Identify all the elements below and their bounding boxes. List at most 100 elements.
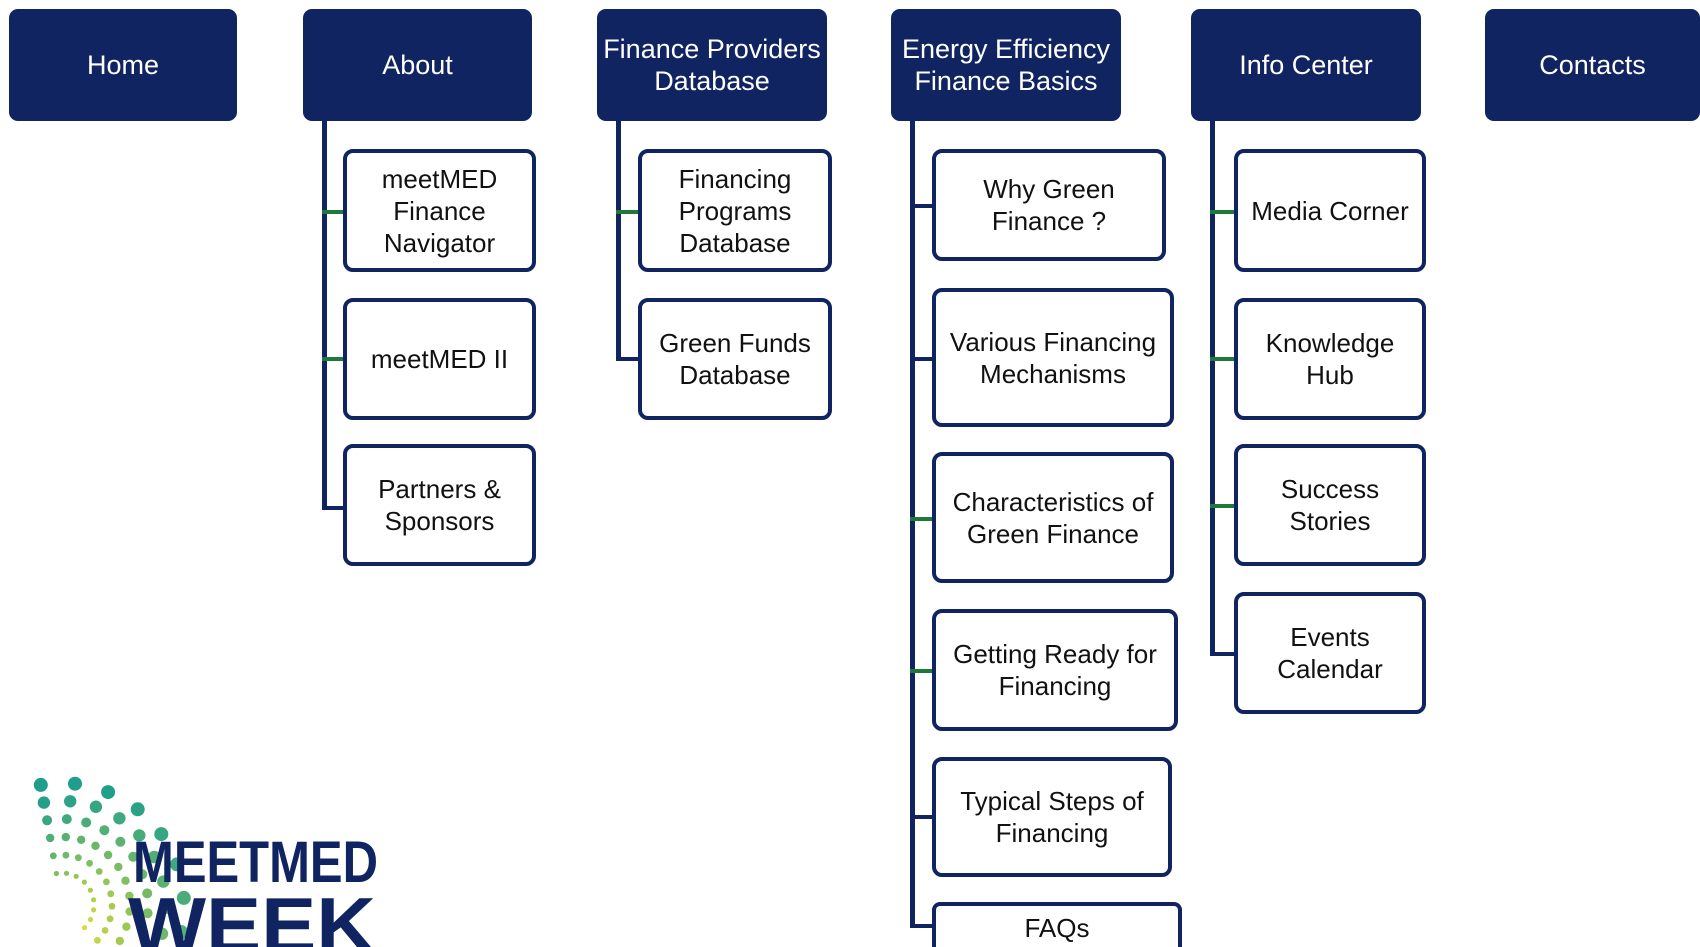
energy-item-typical-steps[interactable]: Typical Steps of Financing <box>932 757 1172 877</box>
nav-info-center[interactable]: Info Center <box>1191 9 1421 121</box>
logo-dot <box>95 868 103 875</box>
logo-dot <box>142 908 153 919</box>
nav-about[interactable]: About <box>303 9 532 121</box>
energy-connector-1 <box>910 204 934 208</box>
finance-connector-trunk <box>616 121 621 361</box>
logo-dot <box>91 907 97 913</box>
nav-energy-efficiency-label: Energy Efficiency Finance Basics <box>901 34 1111 96</box>
logo-dot <box>46 833 55 843</box>
energy-connector-5 <box>910 815 934 819</box>
info-connector-4 <box>1210 652 1236 656</box>
energy-item-getting-ready[interactable]: Getting Ready for Financing <box>932 609 1178 731</box>
logo-dot <box>107 890 115 898</box>
logo-dot <box>87 916 94 923</box>
logo-dot <box>125 907 134 916</box>
logo-dot <box>113 812 126 825</box>
energy-item-label: Characteristics of Green Finance <box>952 486 1154 549</box>
energy-item-label: Various Financing Mechanisms <box>949 326 1157 389</box>
nav-about-label: About <box>382 50 453 80</box>
logo-line2: WEEK <box>128 881 376 947</box>
energy-connector-3 <box>910 517 934 521</box>
info-item-knowledge-hub[interactable]: Knowledge Hub <box>1234 298 1426 420</box>
energy-item-label: FAQs <box>1024 913 1090 943</box>
logo-dot <box>68 776 82 791</box>
info-item-label: Knowledge Hub <box>1265 328 1395 390</box>
logo-dot <box>103 878 110 886</box>
nav-home[interactable]: Home <box>9 9 237 121</box>
logo-dot <box>86 859 93 867</box>
about-item-label: meetMED II <box>370 344 509 374</box>
logo-dot <box>133 829 146 842</box>
energy-connector-6 <box>910 924 934 928</box>
energy-connector-4 <box>910 669 934 673</box>
logo-dot <box>82 925 88 931</box>
logo-dot <box>137 869 148 880</box>
info-item-success-stories[interactable]: Success Stories <box>1234 444 1426 566</box>
energy-item-why-green-finance[interactable]: Why Green Finance ? <box>932 149 1166 261</box>
logo-dot <box>53 870 60 877</box>
energy-connector-trunk <box>910 121 915 927</box>
logo-dot <box>89 800 103 813</box>
logo-dot <box>122 922 131 931</box>
logo-dot <box>63 870 70 876</box>
nav-finance-providers-database[interactable]: Finance Providers Database <box>597 9 827 121</box>
logo-dot <box>77 835 86 844</box>
logo-dot <box>73 873 79 879</box>
logo-dot <box>130 802 145 817</box>
logo-dot <box>62 851 70 859</box>
about-item-meetmed-ii[interactable]: meetMED II <box>343 298 536 420</box>
energy-item-faqs[interactable]: FAQs <box>932 902 1182 947</box>
logo-dot <box>125 891 134 901</box>
logo-dot <box>99 825 110 836</box>
nav-home-label: Home <box>86 50 160 80</box>
logo-dot <box>155 927 169 940</box>
logo-dot <box>115 936 125 946</box>
logo-line1: MEETMED <box>133 830 378 895</box>
logo-dot <box>114 862 123 872</box>
logo-dot <box>128 851 139 862</box>
logo-dot <box>103 850 113 860</box>
logo-dot <box>37 796 51 809</box>
logo-dot <box>61 832 70 842</box>
finance-item-programs-database[interactable]: Financing Programs Database <box>638 149 832 272</box>
logo-dot <box>42 815 53 826</box>
info-item-media-corner[interactable]: Media Corner <box>1234 149 1426 272</box>
logo-dot <box>33 777 48 792</box>
about-item-partners-sponsors[interactable]: Partners & Sponsors <box>343 444 536 566</box>
info-item-events-calendar[interactable]: Events Calendar <box>1234 592 1426 714</box>
about-connector-3 <box>322 506 344 510</box>
meetmed-week-logo: MEETMED WEEK <box>33 776 378 947</box>
nav-energy-efficiency-finance-basics[interactable]: Energy Efficiency Finance Basics <box>891 9 1121 121</box>
logo-dot <box>115 836 126 847</box>
energy-item-financing-mechanisms[interactable]: Various Financing Mechanisms <box>932 288 1174 427</box>
nav-finance-providers-label: Finance Providers Database <box>603 34 821 96</box>
energy-item-green-finance-characteristics[interactable]: Characteristics of Green Finance <box>932 452 1174 583</box>
finance-item-label: Green Funds Database <box>659 328 811 390</box>
logo-dot <box>101 785 116 800</box>
logo-dot <box>108 902 116 910</box>
about-item-label: Partners & Sponsors <box>378 474 501 536</box>
info-connector-3 <box>1210 504 1236 508</box>
logo-dot <box>91 841 100 850</box>
logo-dot <box>49 852 57 860</box>
about-connector-1 <box>322 210 344 214</box>
about-item-finance-navigator[interactable]: meetMED Finance Navigator <box>343 149 536 272</box>
about-item-label: meetMED Finance Navigator <box>381 163 498 258</box>
logo-dot <box>91 897 97 903</box>
nav-contacts[interactable]: Contacts <box>1485 9 1700 121</box>
finance-connector-1 <box>616 210 640 214</box>
energy-connector-2 <box>910 357 934 361</box>
logo-dot <box>142 888 153 899</box>
logo-dot <box>176 890 191 905</box>
logo-dot <box>121 876 130 885</box>
logo-dot <box>106 915 114 923</box>
info-connector-trunk <box>1210 121 1215 656</box>
finance-item-green-funds-database[interactable]: Green Funds Database <box>638 298 832 420</box>
nav-contacts-label: Contacts <box>1539 50 1646 80</box>
logo-dot <box>81 817 92 828</box>
energy-item-label: Why Green Finance ? <box>983 174 1115 236</box>
info-item-label: Media Corner <box>1251 195 1409 226</box>
about-connector-trunk <box>322 121 327 510</box>
energy-item-label: Typical Steps of Financing <box>960 786 1144 848</box>
info-connector-2 <box>1210 357 1236 361</box>
